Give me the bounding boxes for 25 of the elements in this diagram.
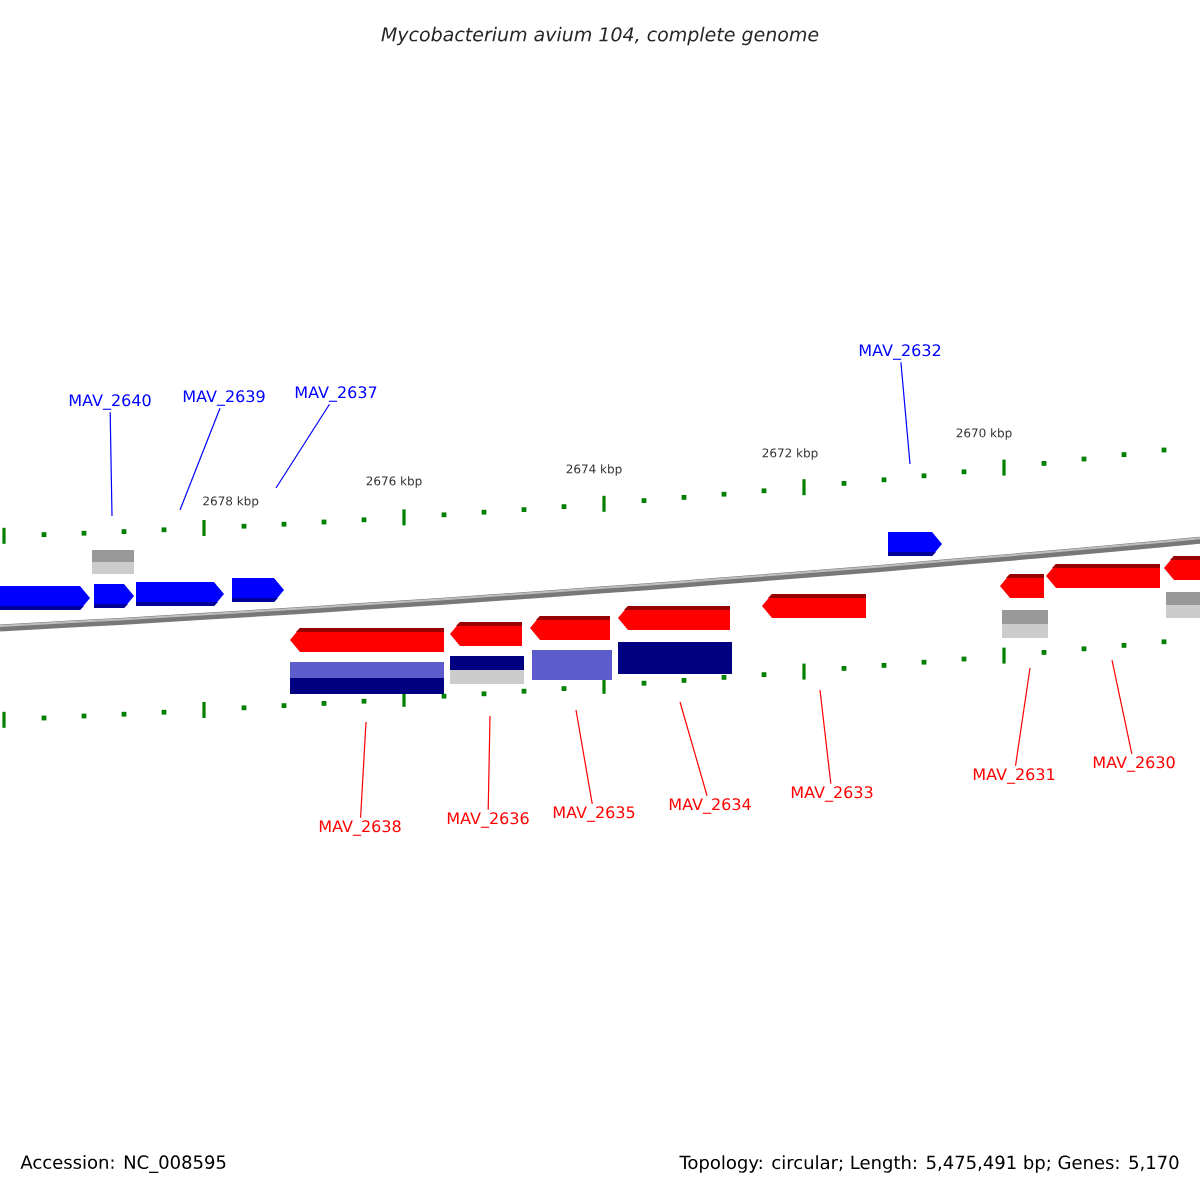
gene-label: MAV_2637 xyxy=(295,386,377,402)
gene-label: MAV_2640 xyxy=(69,394,151,410)
leader-line xyxy=(275,403,331,489)
leader-line xyxy=(1014,667,1031,767)
leader-line xyxy=(575,709,593,805)
gene-label: MAV_2633 xyxy=(791,786,873,802)
leader-line xyxy=(819,689,832,785)
leader-line xyxy=(1111,659,1133,755)
gene-label: MAV_2634 xyxy=(669,798,751,814)
footer-text: Accession: NC_008595 xyxy=(20,1155,226,1173)
gene-label: MAV_2639 xyxy=(183,390,265,406)
gene-label: MAV_2638 xyxy=(319,820,401,836)
leader-line xyxy=(109,411,113,517)
gene-label: MAV_2632 xyxy=(859,344,941,360)
leader-line xyxy=(179,407,221,511)
gene-label: MAV_2635 xyxy=(553,806,635,822)
gene-label: MAV_2636 xyxy=(447,812,529,828)
title: Mycobacterium avium 104, complete genome xyxy=(381,26,819,46)
leader-line xyxy=(487,715,491,811)
leader-line xyxy=(679,701,708,797)
gene-label: MAV_2631 xyxy=(973,768,1055,784)
footer-text: Topology: circular; Length: 5,475,491 bp; Genes: 5,170 xyxy=(679,1155,1179,1173)
leader-line xyxy=(359,721,367,819)
leader-line xyxy=(900,361,911,465)
gene-label: MAV_2630 xyxy=(1093,756,1175,772)
